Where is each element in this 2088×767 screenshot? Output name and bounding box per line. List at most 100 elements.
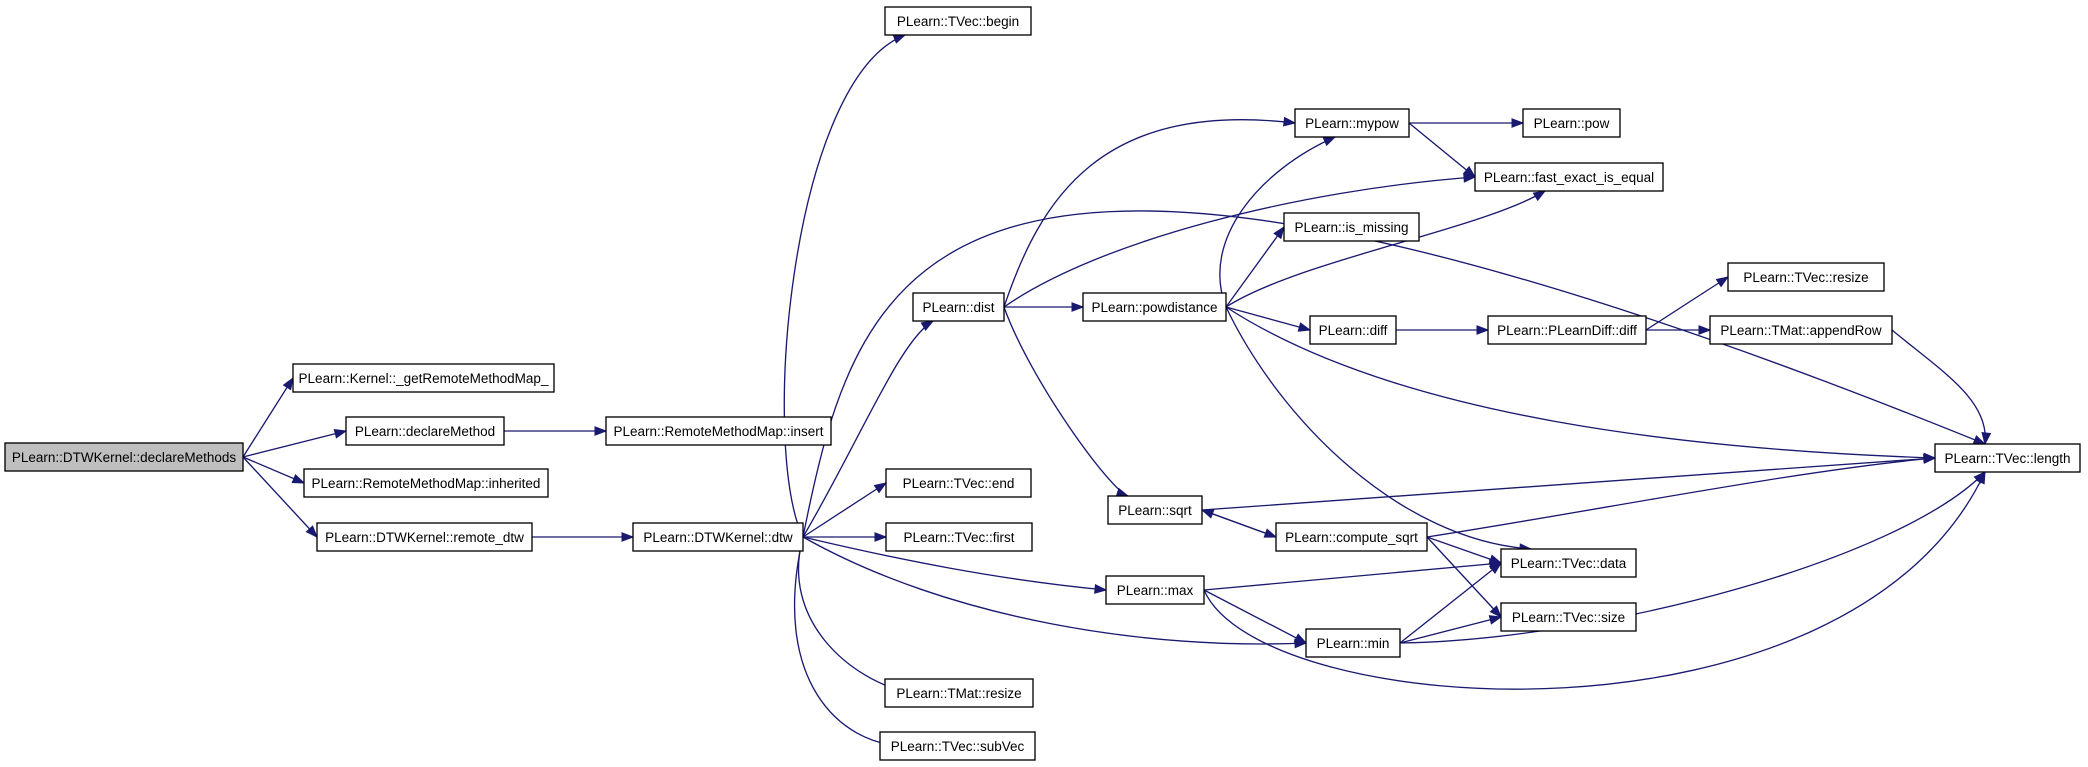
arrowhead-icon	[1923, 454, 1937, 464]
node-tvec-subvec[interactable]: PLearn::TVec::subVec	[879, 731, 1036, 761]
arrowhead-icon	[1476, 325, 1490, 335]
node-label: PLearn::DTWKernel::dtw	[643, 530, 793, 545]
node-tmat-resize[interactable]: PLearn::TMat::resize	[884, 678, 1034, 708]
node-label: PLearn::declareMethod	[355, 424, 495, 439]
node-box	[885, 522, 1033, 552]
node-tvec-size[interactable]: PLearn::TVec::size	[1500, 602, 1637, 632]
edge-line	[1003, 119, 1296, 308]
call-edge-sqrt-to-tvec_length	[1201, 453, 1937, 511]
call-edge-declareMethods-to-declareMethod	[242, 429, 348, 458]
node-getRemoteMethodMap[interactable]: PLearn::Kernel::_getRemoteMethodMap_	[292, 363, 555, 393]
node-mypow[interactable]: PLearn::mypow	[1294, 108, 1410, 138]
arrowhead-icon	[1488, 615, 1503, 625]
edge-line	[242, 430, 347, 458]
node-dtw[interactable]: PLearn::DTWKernel::dtw	[632, 522, 804, 552]
node-label: PLearn::max	[1117, 583, 1194, 598]
node-pldiff[interactable]: PLearn::PLearnDiff::diff	[1487, 315, 1647, 345]
arrowhead-icon	[1715, 276, 1730, 288]
node-tvec-first[interactable]: PLearn::TVec::first	[885, 522, 1033, 552]
call-edge-powdistance-to-fast_exact	[1225, 190, 1547, 308]
arrowhead-icon	[282, 376, 294, 391]
edge-line	[1426, 457, 1936, 538]
call-edge-mypow-to-pow	[1409, 118, 1525, 128]
node-label: PLearn::RemoteMethodMap::inherited	[312, 476, 541, 491]
node-box	[1500, 602, 1637, 632]
edge-line	[1203, 562, 1502, 591]
node-pow[interactable]: PLearn::pow	[1522, 108, 1621, 138]
node-max[interactable]: PLearn::max	[1105, 575, 1205, 605]
node-label: PLearn::TVec::begin	[897, 14, 1019, 29]
node-box	[292, 363, 555, 393]
call-edge-powdistance-to-is_missing	[1225, 225, 1285, 308]
node-tvec-data[interactable]: PLearn::TVec::data	[1500, 548, 1637, 578]
node-declareMethods: PLearn::DTWKernel::declareMethods	[4, 442, 244, 472]
edge-line	[793, 536, 906, 747]
arrowhead-icon	[892, 34, 907, 44]
arrowhead-icon	[1511, 118, 1525, 128]
call-edge-declareMethods-to-getRemoteMethodMap	[242, 376, 294, 458]
node-label: PLearn::RemoteMethodMap::insert	[613, 424, 823, 439]
node-powdistance[interactable]: PLearn::powdistance	[1082, 292, 1227, 322]
node-compute-sqrt[interactable]: PLearn::compute_sqrt	[1275, 522, 1428, 552]
edge-line	[1225, 306, 1936, 459]
call-edge-dtw-to-tvec_length	[802, 210, 1987, 538]
node-remote-dtw[interactable]: PLearn::DTWKernel::remote_dtw	[316, 522, 533, 552]
node-box	[1474, 162, 1664, 192]
node-label: PLearn::compute_sqrt	[1285, 530, 1418, 545]
node-is-missing[interactable]: PLearn::is_missing	[1283, 212, 1420, 242]
arrowhead-icon	[1273, 225, 1285, 240]
node-box	[303, 468, 549, 498]
arrowhead-icon	[920, 320, 935, 332]
arrowhead-icon	[594, 426, 608, 436]
node-box	[1309, 315, 1397, 345]
node-label: PLearn::is_missing	[1294, 220, 1408, 235]
node-box	[885, 468, 1032, 498]
node-tvec-resize[interactable]: PLearn::TVec::resize	[1727, 262, 1885, 292]
node-box	[879, 731, 1036, 761]
node-declareMethod[interactable]: PLearn::declareMethod	[345, 416, 505, 446]
node-sqrt[interactable]: PLearn::sqrt	[1107, 495, 1203, 525]
arrowhead-icon	[291, 473, 306, 484]
call-edge-pldiff-to-appendRow	[1646, 325, 1712, 335]
edge-line	[1891, 329, 1986, 445]
node-rmm-insert[interactable]: PLearn::RemoteMethodMap::insert	[605, 416, 832, 446]
node-diff[interactable]: PLearn::diff	[1309, 315, 1397, 345]
node-box	[912, 292, 1005, 322]
node-rmm-inherited[interactable]: PLearn::RemoteMethodMap::inherited	[303, 468, 549, 498]
node-dist[interactable]: PLearn::dist	[912, 292, 1005, 322]
arrowhead-icon	[1488, 562, 1503, 575]
node-box	[1105, 575, 1205, 605]
node-label: PLearn::TMat::resize	[896, 686, 1021, 701]
arrowhead-icon	[1293, 633, 1308, 644]
node-min[interactable]: PLearn::min	[1305, 628, 1401, 658]
node-fast-exact[interactable]: PLearn::fast_exact_is_equal	[1474, 162, 1664, 192]
arrowhead-icon	[1462, 165, 1477, 178]
edge-line	[1645, 276, 1729, 331]
node-box	[4, 442, 244, 472]
call-edge-dtw-to-tmat_resize	[797, 536, 912, 696]
node-label: PLearn::powdistance	[1091, 300, 1217, 315]
edge-line	[1426, 536, 1502, 618]
node-label: PLearn::TVec::length	[1944, 451, 2070, 466]
edge-line	[1219, 136, 1336, 308]
edge-line	[1225, 306, 1532, 550]
node-tvec-begin[interactable]: PLearn::TVec::begin	[884, 6, 1032, 36]
edge-line	[1399, 471, 1986, 644]
arrowhead-icon	[1973, 470, 1986, 484]
node-label: PLearn::TVec::size	[1512, 610, 1625, 625]
call-nodes: PLearn::DTWKernel::declareMethodsPLearn:…	[4, 6, 2081, 761]
call-edge-min-to-tvec_size	[1399, 615, 1503, 644]
call-edge-declareMethod-to-rmm_insert	[504, 426, 608, 436]
arrowhead-icon	[1489, 605, 1502, 619]
node-box	[605, 416, 832, 446]
arrowhead-icon	[873, 482, 888, 494]
edge-line	[1426, 536, 1502, 564]
node-tvec-length[interactable]: PLearn::TVec::length	[1934, 443, 2081, 473]
node-label: PLearn::TVec::subVec	[891, 739, 1025, 754]
node-tvec-end[interactable]: PLearn::TVec::end	[885, 468, 1032, 498]
call-edge-powdistance-to-diff	[1225, 306, 1312, 332]
node-appendRow[interactable]: PLearn::TMat::appendRow	[1709, 315, 1893, 345]
call-edge-compute_sqrt-to-tvec_length	[1426, 454, 1937, 538]
edge-line	[1003, 176, 1476, 308]
node-label: PLearn::TVec::first	[903, 530, 1014, 545]
